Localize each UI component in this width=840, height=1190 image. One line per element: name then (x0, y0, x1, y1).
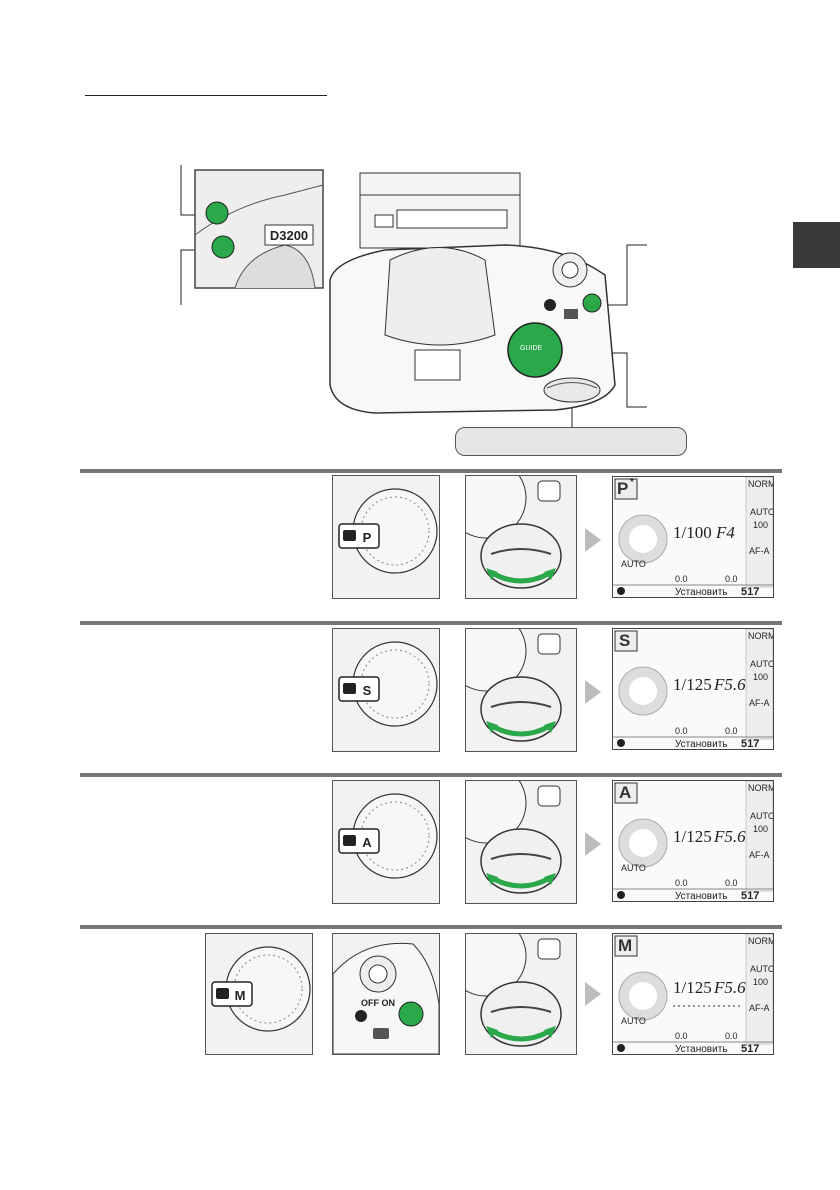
arrow-right-icon (585, 832, 601, 856)
lcd-wb: AUTO (750, 964, 774, 974)
mode-dial-photo: P (332, 475, 440, 599)
mode-dial-photo: A (332, 780, 440, 904)
lcd-iso: 100 (753, 977, 769, 987)
lcd-set-label: Установить (675, 1044, 728, 1055)
dial-mode-letter: P (363, 530, 372, 545)
lcd-shot-count: 517 (741, 890, 760, 902)
lcd-shot-count: 517 (741, 586, 760, 598)
lcd-shot-count: 517 (741, 738, 760, 750)
lcd-af-mode: AF-A (749, 546, 770, 556)
lcd-auto-label: AUTO (621, 559, 646, 569)
lcd-iso: 100 (753, 672, 769, 682)
lcd-exposure-comp: 0.0 (725, 574, 738, 584)
lcd-info-display: A 1/125 F5.6 AUTO NORM AUTO 100 AF-A 0.0… (612, 780, 774, 902)
lcd-exposure-comp: 0.0 (725, 878, 738, 888)
lcd-mode-suffix: * (630, 477, 634, 488)
lcd-info-display: S 1/125 F5.6 NORM AUTO 100 AF-A 0.0 0.0 … (612, 628, 774, 750)
lcd-aperture: F5.6 (714, 978, 746, 997)
lcd-set-label: Установить (675, 891, 728, 902)
dial-mode-letter: S (363, 683, 372, 698)
lcd-flash-comp: 0.0 (675, 726, 688, 736)
arrow-right-icon (585, 982, 601, 1006)
lcd-flash-comp: 0.0 (675, 1031, 688, 1041)
command-dial-photo (465, 628, 577, 752)
lcd-shutter-speed: 1/100 (673, 523, 712, 542)
lcd-flash-comp: 0.0 (675, 878, 688, 888)
section-divider (80, 621, 782, 625)
camera-illustration: D3200 GUIDE (175, 165, 655, 430)
lcd-auto-label: AUTO (621, 1016, 646, 1026)
lcd-iso: 100 (753, 520, 769, 530)
lcd-auto-label: AUTO (621, 863, 646, 873)
lcd-shutter-speed: 1/125 (673, 675, 712, 694)
lcd-iso: 100 (753, 824, 769, 834)
lcd-quality: NORM (748, 936, 774, 946)
lcd-aperture: F4 (716, 523, 735, 542)
lcd-wb: AUTO (750, 811, 774, 821)
lcd-quality: NORM (748, 479, 774, 489)
lcd-quality: NORM (748, 783, 774, 793)
mode-dial-photo: S (332, 628, 440, 752)
section-divider (80, 469, 782, 473)
command-dial-photo (465, 475, 577, 599)
dial-mode-letter: A (362, 835, 372, 850)
mode-dial-guide-label: GUIDE (520, 345, 543, 352)
power-switch-label: OFF ON (361, 998, 395, 1008)
lcd-quality: NORM (748, 631, 774, 641)
lcd-af-mode: AF-A (749, 1003, 770, 1013)
lcd-flash-comp: 0.0 (675, 574, 688, 584)
lcd-mode-letter: S (619, 631, 631, 650)
command-dial-photo (465, 933, 577, 1055)
lcd-info-display: M 1/125 F5.6 AUTO NORM AUTO 100 AF-A 0.0… (612, 933, 774, 1055)
lcd-af-mode: AF-A (749, 850, 770, 860)
lcd-exposure-comp: 0.0 (725, 726, 738, 736)
arrow-right-icon (585, 528, 601, 552)
lcd-aperture: F5.6 (714, 675, 746, 694)
section-divider (80, 925, 782, 929)
lcd-aperture: F5.6 (714, 827, 746, 846)
lcd-shot-count: 517 (741, 1043, 760, 1055)
camera-drawing: D3200 GUIDE (180, 165, 647, 427)
lcd-wb: AUTO (750, 659, 774, 669)
lcd-mode-letter: A (619, 783, 632, 802)
section-divider (80, 773, 782, 777)
lcd-mode-letter: M (618, 936, 633, 955)
lcd-set-label: Установить (675, 587, 728, 598)
callout-box (455, 427, 687, 456)
dial-mode-letter: M (235, 988, 246, 1003)
command-dial-photo (465, 780, 577, 904)
model-badge: D3200 (270, 228, 308, 243)
exposure-comp-button-photo: OFF ON (332, 933, 440, 1055)
lcd-wb: AUTO (750, 507, 774, 517)
lcd-shutter-speed: 1/125 (673, 978, 712, 997)
arrow-right-icon (585, 680, 601, 704)
heading-underline (85, 95, 327, 96)
lcd-info-display: P * 1/100 F4 AUTO NORM AUTO 100 AF-A 0.0… (612, 476, 774, 598)
lcd-set-label: Установить (675, 739, 728, 750)
mode-dial-photo: M (205, 933, 313, 1055)
lcd-af-mode: AF-A (749, 698, 770, 708)
chapter-tab (793, 222, 840, 268)
lcd-mode-letter: P (617, 479, 629, 498)
lcd-exposure-comp: 0.0 (725, 1031, 738, 1041)
lcd-shutter-speed: 1/125 (673, 827, 712, 846)
